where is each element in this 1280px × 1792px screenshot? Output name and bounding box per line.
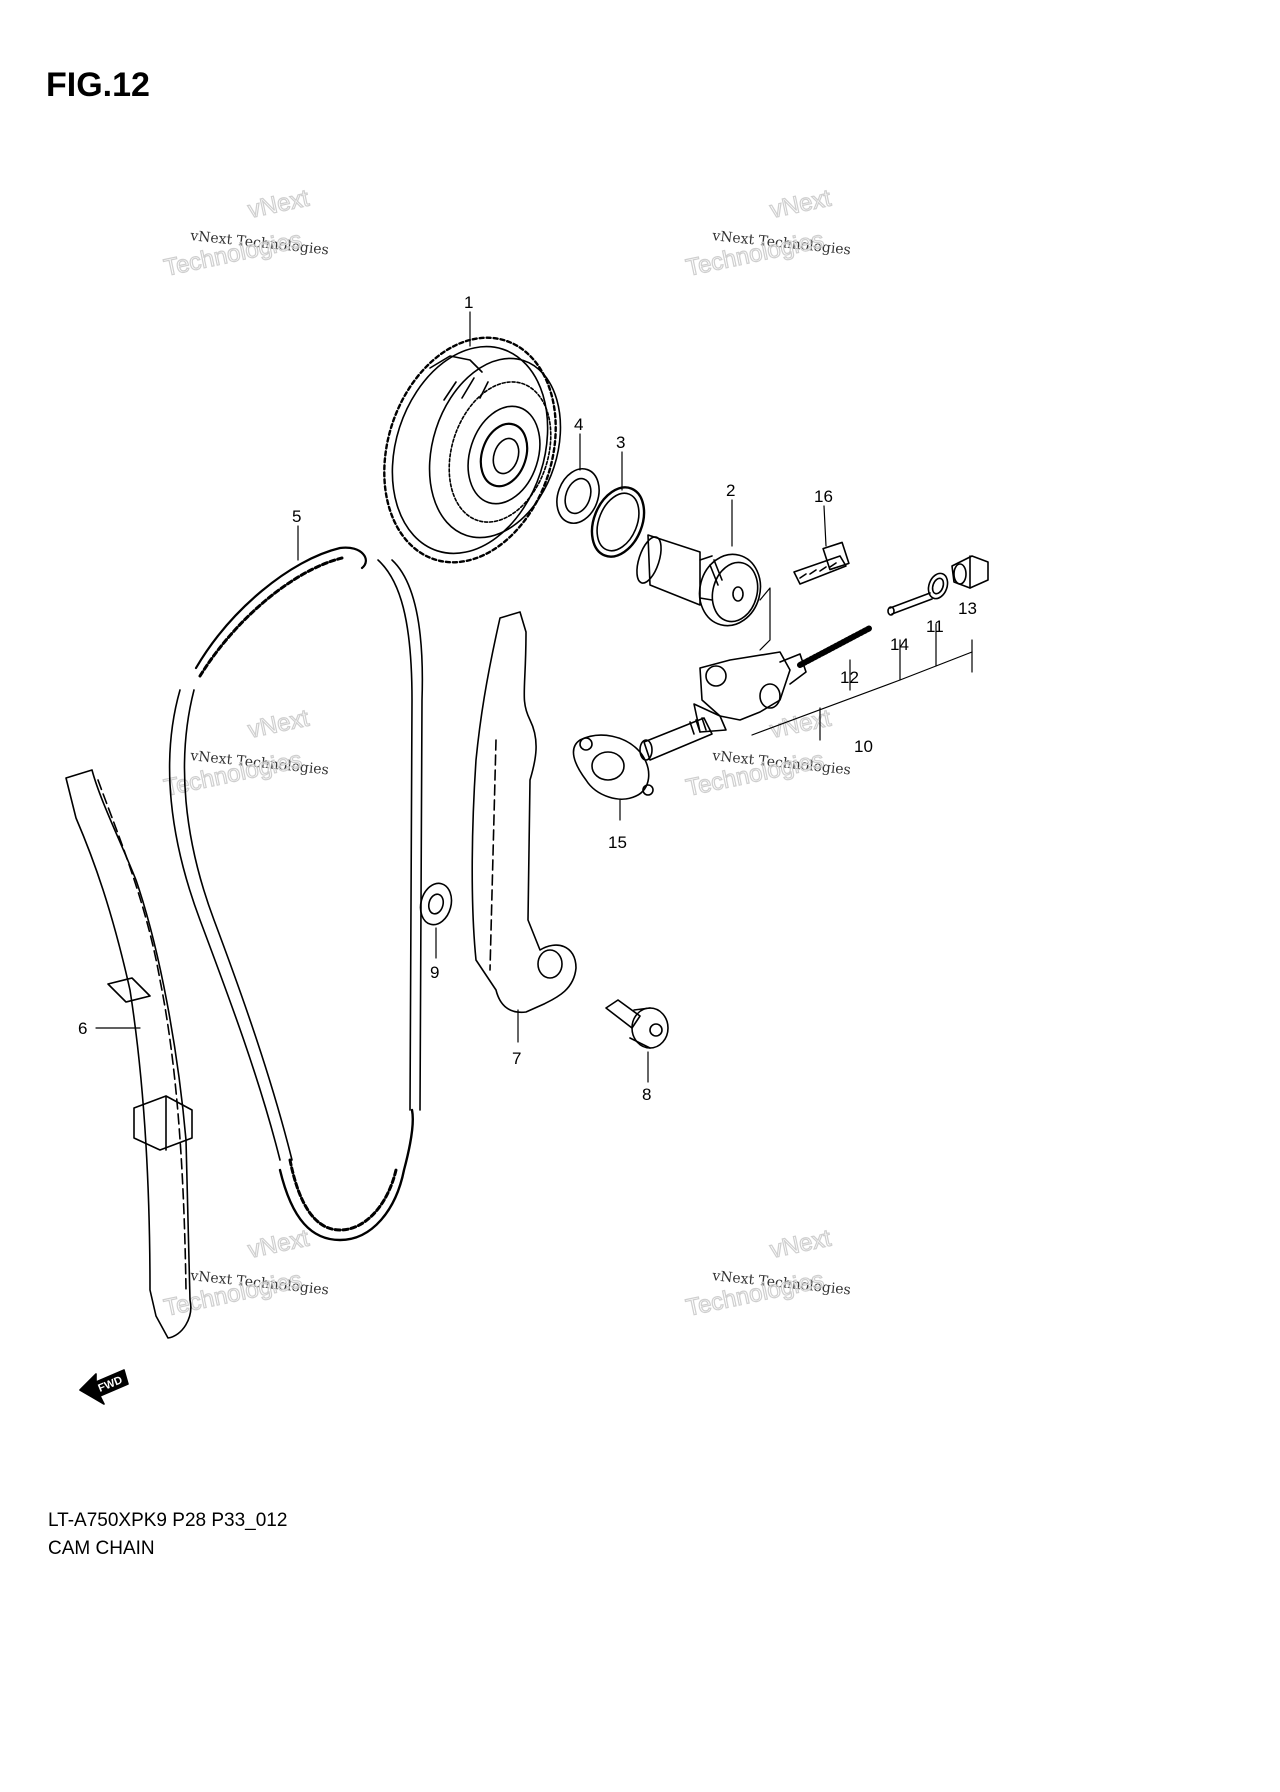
callout-leader-lines: [95, 311, 827, 1083]
cam-shaft-2: [636, 534, 762, 627]
callout-13: 13: [958, 599, 977, 618]
rod-14: [887, 592, 933, 616]
o-ring-3: [590, 486, 646, 558]
tensioner-body-10: [693, 651, 807, 733]
fwd-arrow: [79, 1369, 129, 1405]
watermark-mid-left: vNext vNext Technologies Technologies: [161, 704, 330, 802]
callout-6: 6: [78, 1019, 87, 1038]
guide-bolt-8: [605, 999, 669, 1049]
figure-code: LT-A750XPK9 P28 P33_012: [48, 1510, 288, 1531]
watermark-vnext: vNext: [246, 1225, 312, 1264]
callout-leaders: [751, 587, 973, 741]
watermark-top-left: vNext vNext Technologies Technologies: [161, 184, 330, 282]
callout-5: 5: [292, 507, 301, 526]
figure-title: FIG.12: [46, 66, 150, 104]
watermark-vnext: vNext: [768, 1225, 834, 1264]
watermark-mid-right: vNext vNext Technologies Technologies: [683, 704, 852, 802]
callout-10: 10: [854, 737, 873, 756]
callout-11: 11: [926, 617, 944, 636]
cam-sprocket: [383, 336, 562, 564]
callout-3: 3: [616, 433, 625, 452]
callout-2: 2: [726, 481, 735, 500]
plug-bolt-13: [951, 555, 989, 589]
callout-1: 1: [464, 293, 473, 312]
cam-chain-5: [168, 546, 424, 1242]
watermark-vnext: vNext: [768, 705, 834, 744]
washer-9: [419, 882, 453, 926]
callout-4: 4: [574, 415, 583, 434]
spring-12: [797, 625, 873, 668]
watermark-bottom-left: vNext vNext Technologies Technologies: [161, 1224, 330, 1322]
gasket-15: [572, 734, 654, 800]
tensioner-push-rod: [639, 717, 713, 761]
watermark-vnext: vNext: [768, 185, 834, 224]
callout-7: 7: [512, 1049, 521, 1068]
callout-9: 9: [430, 963, 439, 982]
gasket-11: [927, 572, 949, 600]
callout-16: 16: [814, 487, 833, 506]
chain-guide-6: [65, 769, 193, 1339]
callout-8: 8: [642, 1085, 651, 1104]
figure-name: CAM CHAIN: [48, 1538, 155, 1559]
bolt-16: [793, 541, 850, 585]
watermark-top-right: vNext vNext Technologies Technologies: [683, 184, 852, 282]
watermark-vnext: vNext: [246, 705, 312, 744]
watermark-vnext: vNext: [246, 185, 312, 224]
washer-4: [556, 468, 600, 524]
callout-15: 15: [608, 833, 627, 852]
callout-14: 14: [890, 635, 909, 654]
callout-12: 12: [840, 668, 859, 687]
watermark-bottom-right: vNext vNext Technologies Technologies: [683, 1224, 852, 1322]
chain-guide-7: [471, 611, 577, 1014]
